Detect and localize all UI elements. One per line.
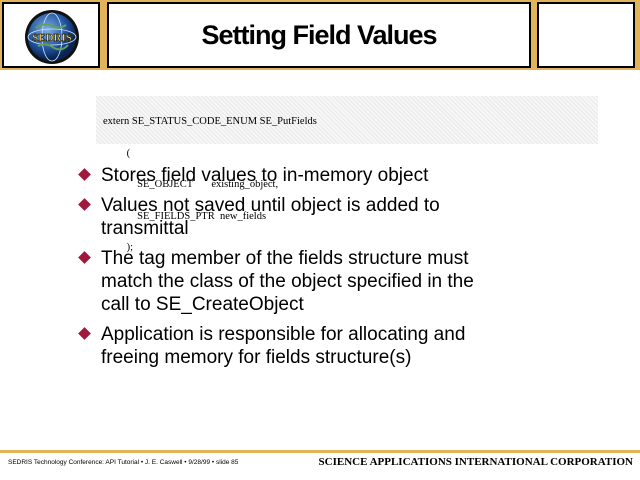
diamond-bullet-icon [78,168,91,181]
diamond-bullet-icon [78,251,91,264]
bullet-text: call to SE_CreateObject [101,294,304,315]
title-box: Setting Field Values [107,2,531,68]
code-line: extern SE_STATUS_CODE_ENUM SE_PutFields [103,116,317,127]
footer-caption: SEDRIS Technology Conference: API Tutori… [8,459,239,466]
code-block: extern SE_STATUS_CODE_ENUM SE_PutFields … [96,96,598,253]
bullet-text: The tag member of the fields structure m… [101,248,469,269]
logo-text: SEDRIS [32,32,72,44]
bullet-list: Stores field values to in-memory object … [78,164,618,376]
list-item: The tag member of the fields structure m… [78,247,618,316]
bullet-text: match the class of the object specified … [101,271,474,292]
footer-divider [0,450,640,453]
bullet-text: Values not saved until object is added t… [101,195,440,216]
bullet-text: Application is responsible for allocatin… [101,324,466,345]
diamond-bullet-icon [78,198,91,211]
diamond-bullet-icon [78,327,91,340]
logo-box: SEDRIS [2,2,100,68]
page-title: Setting Field Values [201,19,437,50]
list-item: Application is responsible for allocatin… [78,323,618,369]
bullet-text: Stores field values to in-memory object [101,165,429,186]
code-line: ); [103,242,134,253]
list-item: Stores field values to in-memory object [78,164,618,187]
list-item: Values not saved until object is added t… [78,194,618,240]
bullet-text: transmittal [101,218,189,239]
code-line: SE_OBJECT existing_object, [103,179,279,190]
footer-company: SCIENCE APPLICATIONS INTERNATIONAL CORPO… [318,456,633,468]
globe-logo-icon: SEDRIS [25,10,79,64]
code-line: ( [103,147,131,159]
header-right-box [537,2,635,68]
bullet-text: freeing memory for fields structure(s) [101,347,412,368]
code-line: SE_FIELDS_PTR new_fields [103,210,267,222]
